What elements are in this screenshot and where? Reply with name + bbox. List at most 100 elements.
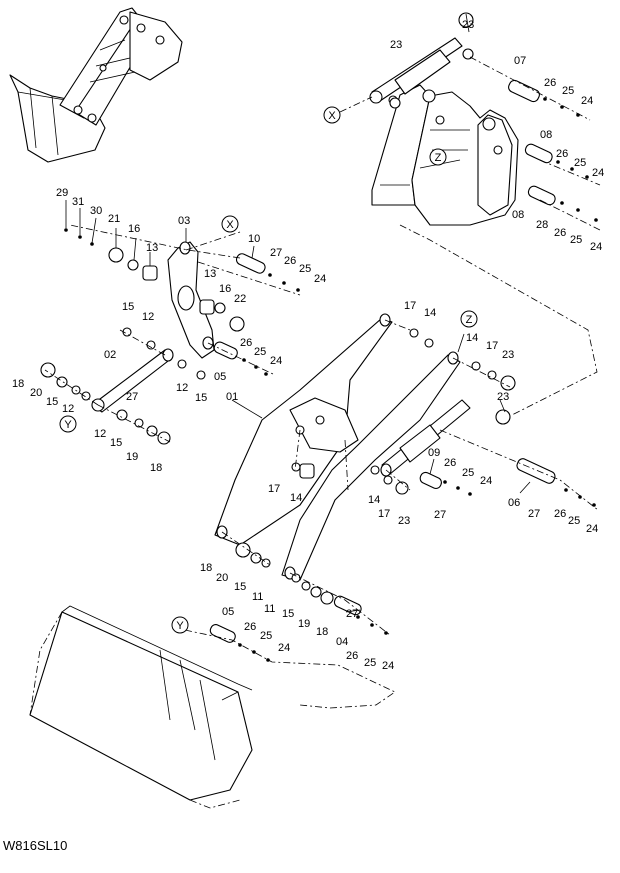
loader-overview-inset <box>9 7 183 163</box>
part-callout-c23d: 23 <box>497 391 509 403</box>
part-callout-c12a: 12 <box>142 311 154 323</box>
part-callout-c26f: 26 <box>444 457 456 469</box>
part-callout-c28: 28 <box>536 219 548 231</box>
part-callout-c27e: 27 <box>346 608 358 620</box>
part-callout-c12c: 12 <box>62 403 74 415</box>
part-callout-c26a: 26 <box>544 77 556 89</box>
part-callout-c08b: 08 <box>512 209 524 221</box>
part-callout-c23e: 23 <box>398 515 410 527</box>
reference-marker-mz1: Z <box>429 148 447 166</box>
part-callout-c26g: 26 <box>554 508 566 520</box>
part-callout-c11a: 11 <box>252 591 263 603</box>
part-callout-c26e: 26 <box>240 337 252 349</box>
part-callout-c24b: 24 <box>592 167 604 179</box>
part-callout-c13b: 13 <box>204 268 216 280</box>
reference-marker-label: Z <box>435 152 442 164</box>
drawing-code: W816SL10 <box>3 838 68 853</box>
part-callout-c30: 30 <box>90 205 102 217</box>
part-callout-c25d: 25 <box>299 263 311 275</box>
part-callout-c17c: 17 <box>268 483 280 495</box>
callout-leaders <box>65 13 531 613</box>
part-callout-c01: 01 <box>226 391 238 403</box>
part-callout-c14b: 14 <box>466 332 478 344</box>
part-callout-c22: 22 <box>234 293 246 305</box>
reference-marker-mx1: X <box>323 106 341 124</box>
part-callout-c12d: 12 <box>94 428 106 440</box>
part-callout-c09: 09 <box>428 447 440 459</box>
part-callout-c26i: 26 <box>244 621 256 633</box>
part-callout-c26h: 26 <box>346 650 358 662</box>
part-callout-c07: 07 <box>514 55 526 67</box>
part-callout-c10: 10 <box>248 233 260 245</box>
part-callout-c11b: 11 <box>264 603 275 615</box>
part-callout-c25f: 25 <box>462 467 474 479</box>
part-callout-c26d: 26 <box>284 255 296 267</box>
part-callout-c23c: 23 <box>502 349 514 361</box>
part-callout-c21: 21 <box>108 213 120 225</box>
part-callout-c19b: 19 <box>298 618 310 630</box>
part-callout-c15f: 15 <box>282 608 294 620</box>
part-callout-c12b: 12 <box>176 382 188 394</box>
reference-marker-my2: Y <box>171 616 189 634</box>
reference-marker-label: Y <box>176 620 184 632</box>
part-callout-c14a: 14 <box>424 307 436 319</box>
part-callout-c13a: 13 <box>146 242 158 254</box>
part-callout-c24i: 24 <box>278 642 290 654</box>
part-callout-c24a: 24 <box>581 95 593 107</box>
part-callout-c03: 03 <box>178 215 190 227</box>
part-callout-c27b: 27 <box>126 391 138 403</box>
reference-marker-label: Z <box>466 314 473 326</box>
part-callout-c02: 02 <box>104 349 116 361</box>
part-callout-c19a: 19 <box>126 451 138 463</box>
part-callout-c06: 06 <box>508 497 520 509</box>
part-callout-c31: 31 <box>72 196 84 208</box>
part-callout-c15b: 15 <box>195 392 207 404</box>
part-callout-c25g: 25 <box>568 515 580 527</box>
reference-marker-my1: Y <box>59 415 77 433</box>
washers <box>40 12 516 605</box>
part-callout-c27c: 27 <box>434 509 446 521</box>
part-callout-c24e: 24 <box>270 355 282 367</box>
part-callout-c18d: 18 <box>316 626 328 638</box>
loader-frame-tower <box>369 37 519 226</box>
part-callout-c14c: 14 <box>290 492 302 504</box>
part-callout-c27d: 27 <box>528 508 540 520</box>
part-callout-c24g: 24 <box>586 523 598 535</box>
part-callout-c05b: 05 <box>222 606 234 618</box>
part-callout-c26c: 26 <box>554 227 566 239</box>
part-callout-c25c: 25 <box>570 234 582 246</box>
part-callout-c20b: 20 <box>216 572 228 584</box>
part-callout-c16a: 16 <box>128 223 140 235</box>
pins-and-bushings <box>142 79 556 643</box>
part-callout-c15c: 15 <box>46 396 58 408</box>
bellcrank-and-link <box>91 241 215 413</box>
part-callout-c14d: 14 <box>368 494 380 506</box>
part-callout-c24c: 24 <box>590 241 602 253</box>
part-callout-c18c: 18 <box>200 562 212 574</box>
bolt-dots <box>64 97 598 662</box>
part-callout-c25i: 25 <box>260 630 272 642</box>
part-callout-c16b: 16 <box>219 283 231 295</box>
part-callout-c24f: 24 <box>480 475 492 487</box>
part-callout-c27a: 27 <box>270 247 282 259</box>
part-callout-c15a: 15 <box>122 301 134 313</box>
reference-marker-mz2: Z <box>460 310 478 328</box>
part-callout-c17a: 17 <box>404 300 416 312</box>
assembly-centerlines <box>29 56 601 809</box>
part-callout-c15e: 15 <box>234 581 246 593</box>
part-callout-c23a: 23 <box>462 19 474 31</box>
reference-markers: X Z X Z Y Y <box>59 106 478 634</box>
part-callout-c25b: 25 <box>574 157 586 169</box>
part-callout-c05a: 05 <box>214 371 226 383</box>
part-callout-c15d: 15 <box>110 437 122 449</box>
reference-marker-label: Y <box>64 419 72 431</box>
part-callout-c29: 29 <box>56 187 68 199</box>
reference-marker-label: X <box>226 219 234 231</box>
part-callout-c04: 04 <box>336 636 348 648</box>
part-callout-c17b: 17 <box>486 340 498 352</box>
part-callout-c25e: 25 <box>254 346 266 358</box>
boom-arm <box>214 313 471 581</box>
part-callout-c25h: 25 <box>364 657 376 669</box>
